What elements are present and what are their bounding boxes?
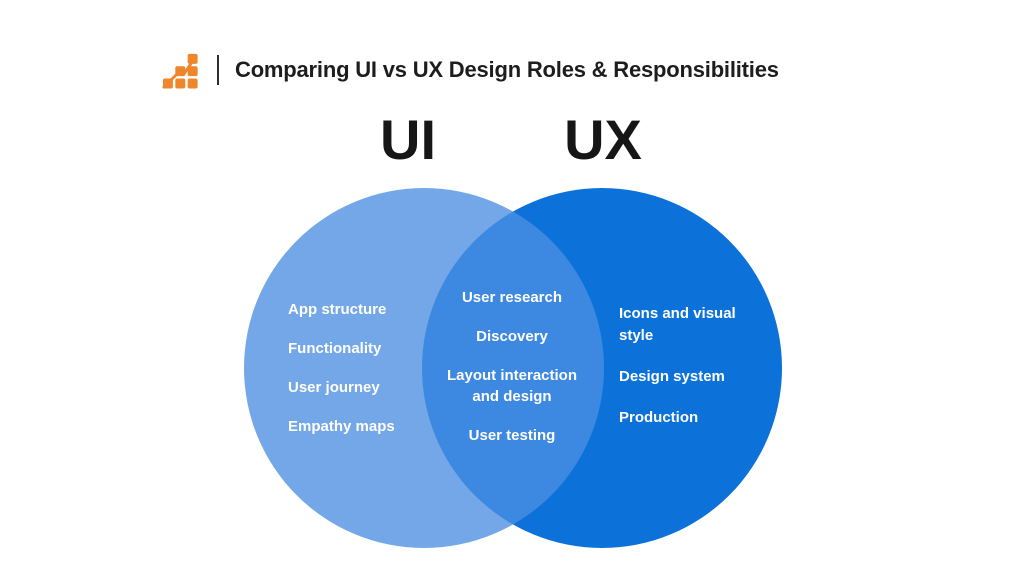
ui-circle-label: UI (380, 108, 436, 171)
list-item: App structure (288, 301, 387, 318)
list-item: User research (461, 289, 563, 306)
list-item: Discovery (476, 328, 548, 345)
list-item: Design system (619, 368, 725, 385)
overlap-items: User research Discovery Layout interacti… (437, 287, 587, 446)
list-item: User testing (468, 427, 556, 444)
title-divider (217, 55, 219, 85)
ui-only-items: App structure Functionality User journey… (288, 300, 433, 437)
ux-only-items: Icons and visual style Design system Pro… (619, 303, 757, 429)
list-item: Empathy maps (288, 418, 395, 435)
header: Comparing UI vs UX Design Roles & Respon… (162, 48, 779, 92)
growth-chart-logo-icon (162, 50, 200, 90)
list-item: Production (619, 409, 699, 426)
list-item: Layout interaction and design (446, 367, 577, 405)
list-item: Functionality (288, 340, 382, 357)
ui-circle (244, 188, 604, 548)
page-title: Comparing UI vs UX Design Roles & Respon… (235, 57, 779, 82)
list-item: User journey (288, 379, 380, 396)
ux-circle-label: UX (564, 108, 642, 171)
list-item: Icons and visual style (619, 305, 736, 344)
